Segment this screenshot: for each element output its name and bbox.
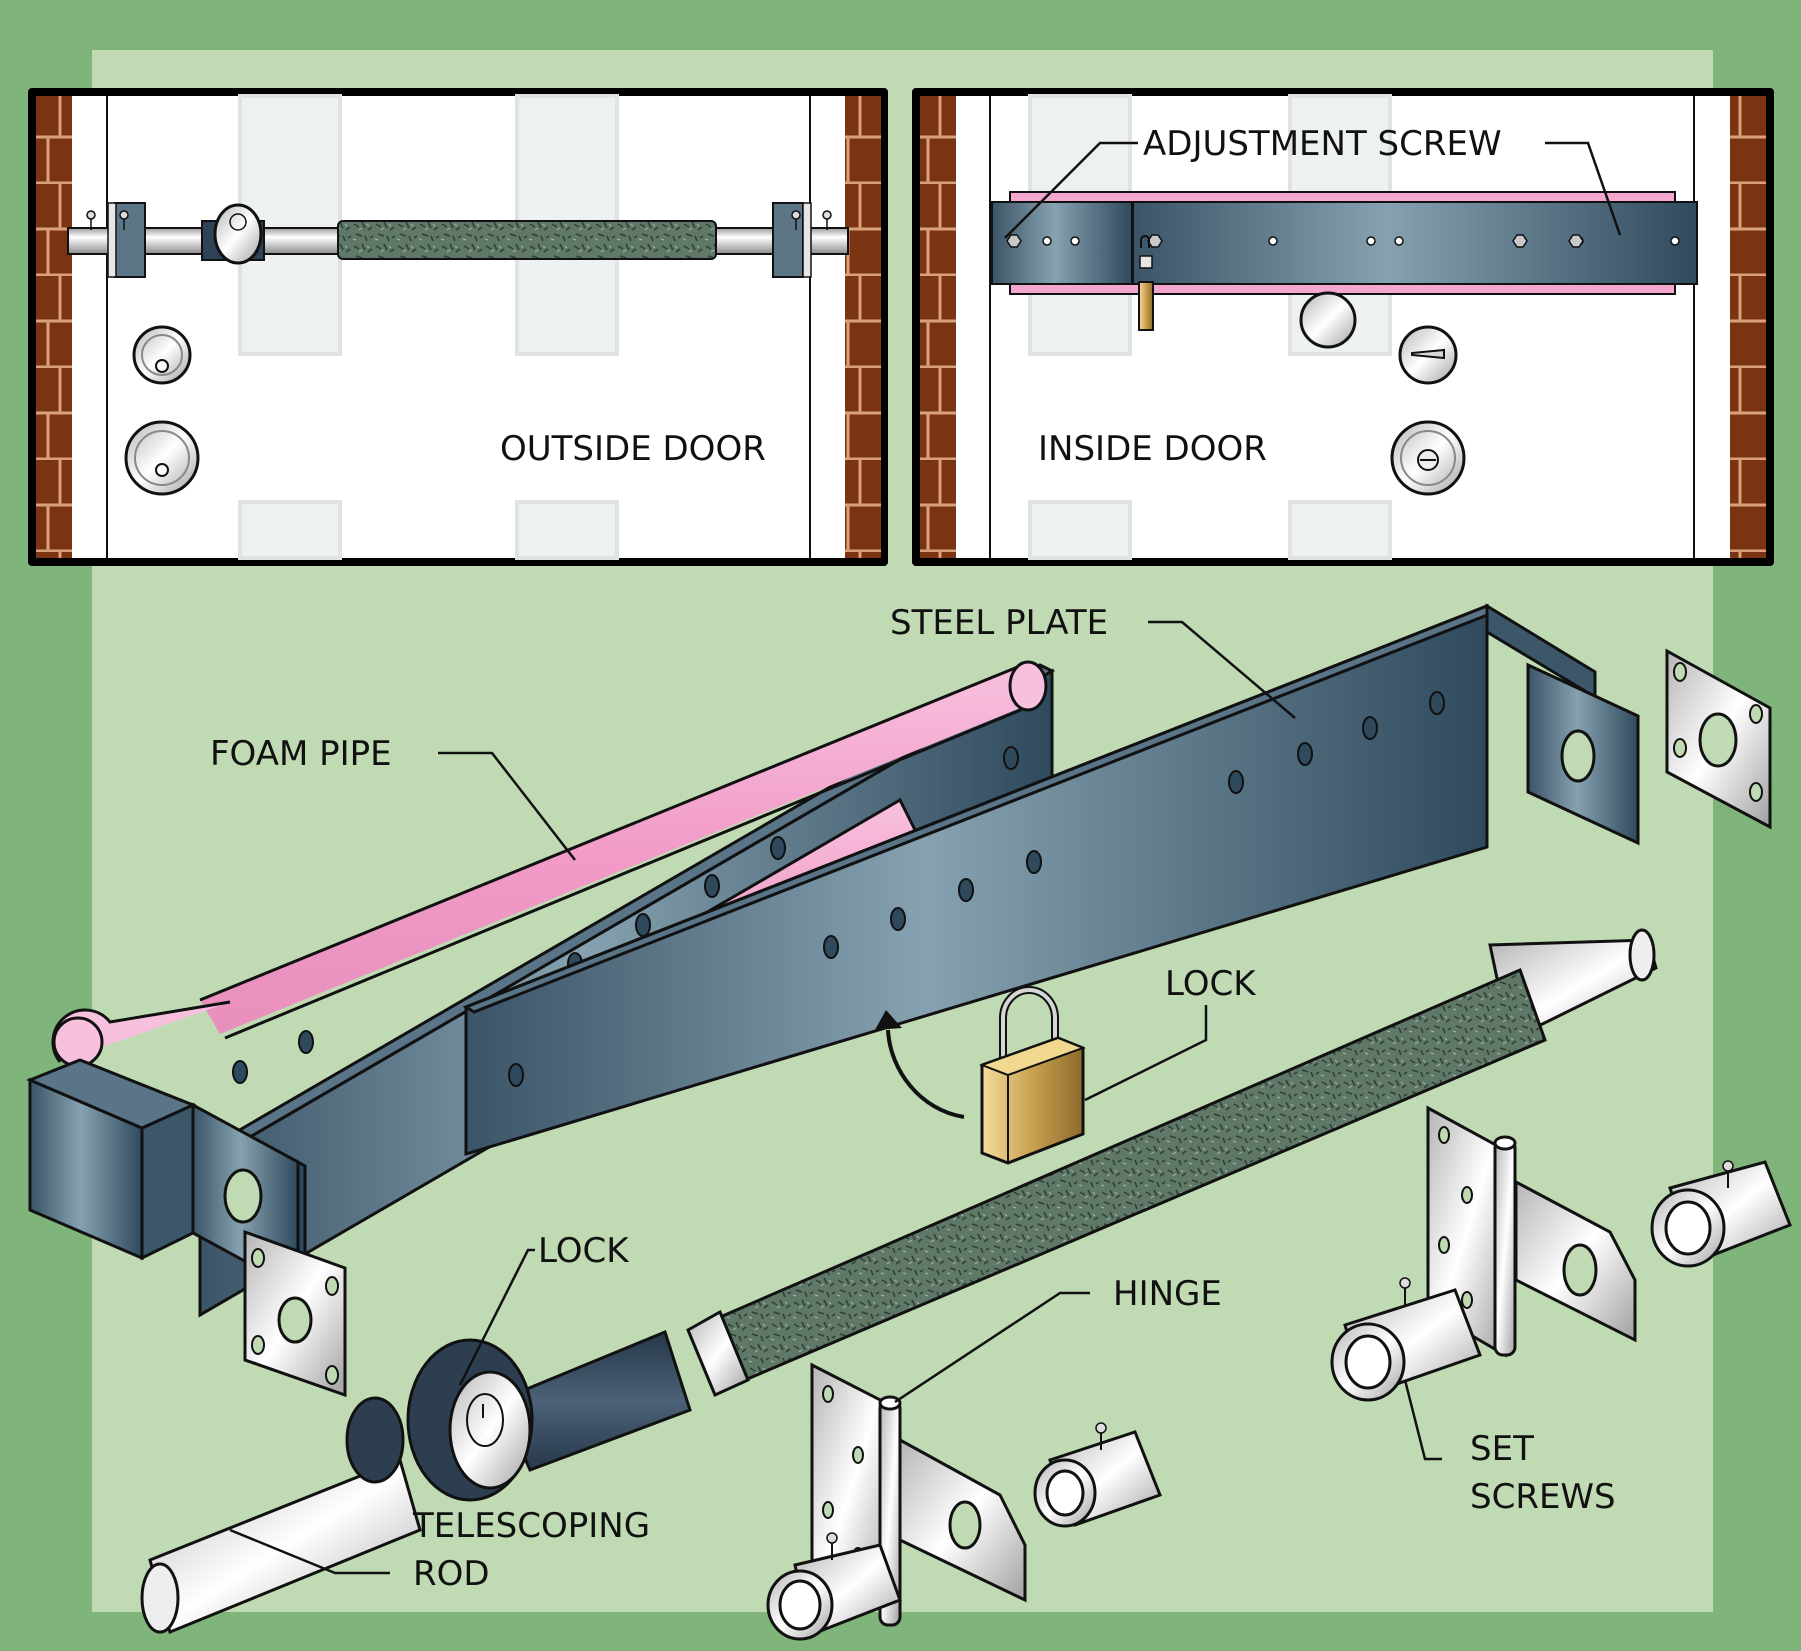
steel-plate-label: STEEL PLATE (890, 603, 1108, 643)
brick-wall-left (36, 96, 72, 558)
rod-lock-icon (345, 1338, 534, 1502)
padlock-icon (979, 986, 1086, 1165)
adjustment-screw-label: ADJUSTMENT SCREW (1143, 124, 1502, 164)
telescoping-rod-label-line1: TELESCOPING (412, 1506, 650, 1546)
inside-door-panel: ADJUSTMENT SCREW INSIDE DOOR (912, 88, 1774, 566)
thumb-turn-icon (1299, 291, 1357, 349)
padlock-side-icon (1138, 281, 1154, 331)
brick-wall-right (1730, 96, 1766, 558)
installed-telescoping-rod (67, 202, 849, 278)
hinge-label: HINGE (1113, 1274, 1222, 1314)
foam-pipe-upper (51, 660, 1048, 1068)
steel-plate (462, 603, 1640, 1157)
steel-channel-left-end (26, 1058, 307, 1297)
padlock-label: LOCK (1165, 964, 1257, 1004)
rod-lock-label: LOCK (538, 1231, 630, 1271)
door-surface (72, 96, 845, 558)
rod-grip (337, 220, 717, 260)
rod-lock-cylinder-icon (213, 203, 263, 265)
telescoping-rod-label-line2: ROD (413, 1554, 490, 1594)
collar-right-hinge (1330, 1277, 1482, 1402)
outer-steel-plate (1132, 201, 1698, 285)
lock-placement-arrow-icon (886, 1029, 965, 1119)
foam-pipe-label: FOAM PIPE (210, 734, 392, 774)
outside-door-panel: OUTSIDE DOOR (28, 88, 888, 566)
outside-door-caption: OUTSIDE DOOR (500, 429, 766, 469)
deadbolt-lower-icon (124, 420, 200, 496)
collar-left-hinge (766, 1532, 902, 1641)
set-screws-label-line1: SET (1470, 1429, 1534, 1469)
collar-far-right (1650, 1160, 1792, 1268)
collar-mid (1033, 1422, 1162, 1528)
knob-lower-icon (1390, 420, 1466, 496)
deadbolt-upper-icon (132, 325, 192, 385)
set-screws-label-line2: SCREWS (1470, 1477, 1616, 1517)
mounting-plate-left (243, 1229, 347, 1398)
brick-wall-left (920, 96, 956, 558)
brick-wall-right (845, 96, 881, 558)
thumb-turn-upper-icon (1398, 325, 1458, 385)
adjustment-screw-icons (1006, 234, 1584, 248)
mounting-plate-right (1665, 648, 1772, 830)
inside-door-caption: INSIDE DOOR (1038, 429, 1267, 469)
telescoping-rod (140, 928, 1658, 1635)
